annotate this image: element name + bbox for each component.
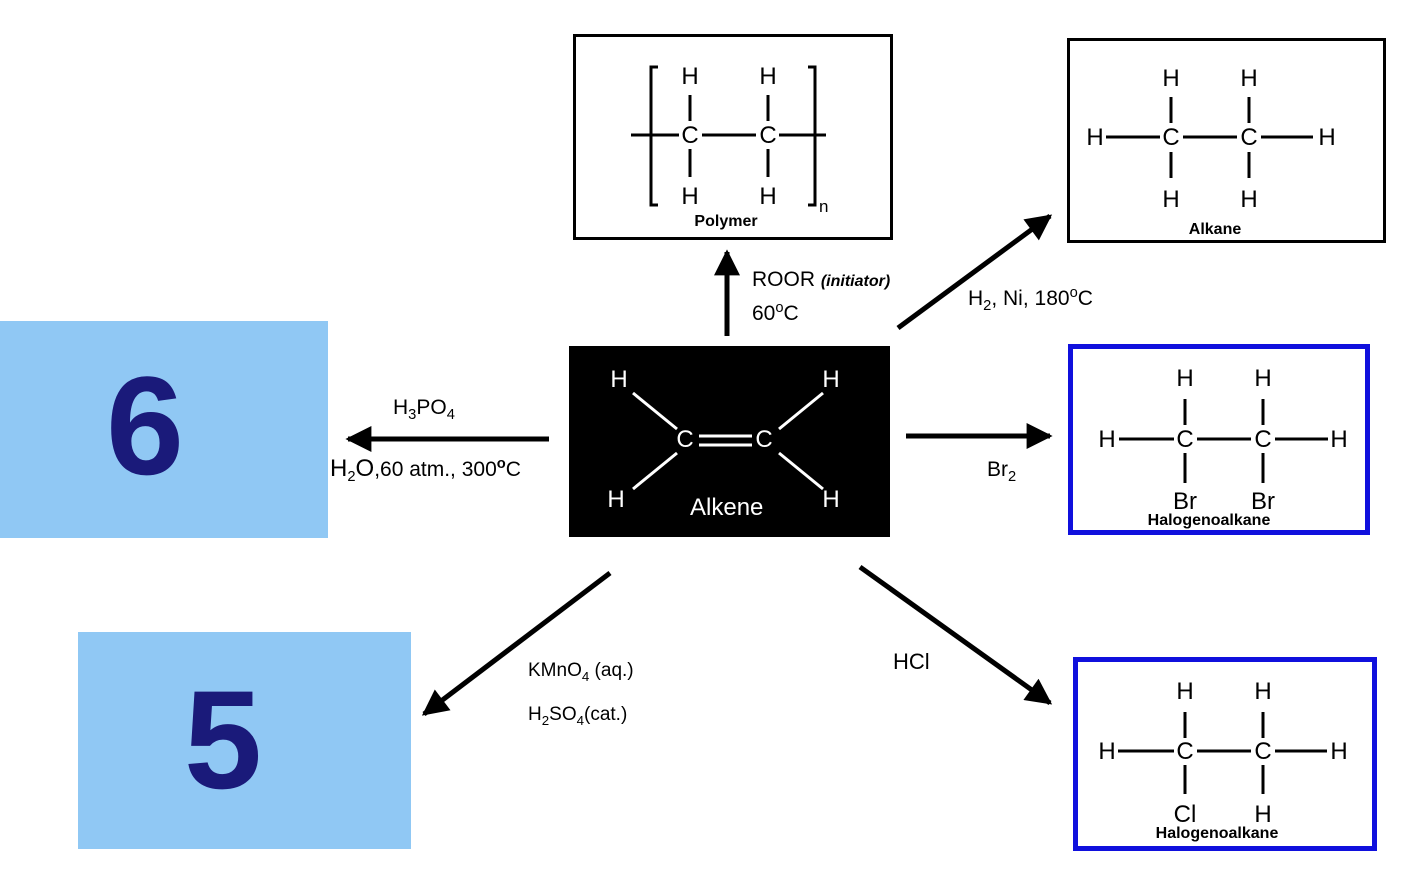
alkane-box: H H H C C H H H Alkane — [1067, 38, 1386, 243]
arrow-to-chloride — [858, 564, 1053, 706]
chloroalkane-caption: Halogenoalkane — [1155, 825, 1279, 842]
atom-h: H — [1318, 124, 1336, 151]
oxidation-conditions: KMnO4 (aq.) H2SO4(cat.) — [528, 652, 634, 740]
bromine-symbol: Br — [987, 458, 1008, 481]
subscript: 2 — [983, 298, 992, 315]
hydrogenation-conditions: H2, Ni, 180oC — [968, 285, 1093, 314]
atom-br: Br — [1173, 488, 1197, 515]
atom-h: H — [759, 63, 777, 90]
polymer-bonds — [631, 65, 826, 207]
atom-h: H — [1254, 801, 1272, 828]
dibromoalkane-caption: Halogenoalkane — [1147, 512, 1271, 529]
atom-h: H — [681, 183, 699, 210]
subscript: 4 — [576, 712, 584, 728]
water-o: O — [355, 455, 375, 482]
atom-c: C — [1254, 738, 1272, 765]
atom-h: H — [1162, 186, 1180, 213]
atom-c: C — [1176, 738, 1194, 765]
atom-h: H — [822, 486, 840, 513]
atom-br: Br — [1251, 488, 1275, 515]
atom-h: H — [1086, 124, 1104, 151]
arrow-to-box5 — [421, 571, 612, 716]
answer-box-5: 5 — [78, 632, 411, 849]
atom-h: H — [1330, 426, 1348, 453]
dibromoalkane-bonds — [1119, 399, 1328, 483]
atom-h: H — [1254, 678, 1272, 705]
arrow-to-alkane — [896, 213, 1053, 331]
chloroalkane-bonds — [1118, 712, 1327, 794]
acid-h: H — [528, 703, 542, 725]
atom-c: C — [1162, 124, 1180, 151]
temp-unit: C — [505, 458, 521, 481]
alkane-caption: Alkane — [1188, 221, 1242, 238]
atom-cl: Cl — [1173, 801, 1197, 828]
atom-h: H — [1254, 365, 1272, 392]
alkene-box: H H C C H H Alkene — [569, 346, 890, 537]
hydration-catalyst: H3PO4 — [393, 396, 455, 423]
atom-h: H — [681, 63, 699, 90]
atom-c: C — [676, 426, 694, 453]
subscript: 2 — [541, 712, 550, 728]
atom-c: C — [1240, 124, 1258, 151]
subscript: 4 — [581, 668, 590, 684]
atom-h: H — [610, 366, 628, 393]
atom-h: H — [1098, 426, 1116, 453]
degree-sign: o — [775, 300, 784, 316]
initiator-note: (initiator) — [820, 273, 891, 290]
atom-c: C — [681, 122, 699, 149]
bromination-reagent: Br2 — [987, 458, 1016, 485]
subscript: 3 — [408, 407, 417, 424]
catalyst-temp: , Ni, 180 — [991, 287, 1070, 310]
atom-h: H — [607, 486, 625, 513]
acid-so: SO — [549, 703, 577, 725]
atom-h: H — [1098, 738, 1116, 765]
water-h: H — [330, 455, 348, 482]
atom-c: C — [1254, 426, 1272, 453]
hydrochlorination-reagent: HCl — [893, 649, 930, 674]
hydrogen-symbol: H — [968, 287, 984, 310]
degree-sign: o — [1069, 285, 1078, 301]
polymer-subscript: n — [819, 197, 829, 216]
answer-box-6: 6 — [0, 321, 328, 538]
aqueous-note: (aq.) — [589, 660, 634, 681]
atom-c: C — [755, 426, 773, 453]
temp-unit: C — [1077, 287, 1093, 310]
atom-c: C — [759, 122, 777, 149]
atom-h: H — [1240, 186, 1258, 213]
subscript: 2 — [1008, 469, 1017, 486]
hydration-conditions: H2O,60 atm., 300oC — [330, 455, 521, 485]
temp-unit: C — [783, 302, 799, 325]
alkene-bonds — [632, 391, 824, 491]
atom-h: H — [1240, 65, 1258, 92]
answer-number-5: 5 — [184, 661, 262, 818]
catalytic-note: (cat.) — [584, 703, 628, 725]
chloroalkane-box: H H H C C H Cl H Halogenoalkane — [1073, 657, 1377, 851]
catalyst-h: H — [393, 396, 409, 419]
atom-h: H — [822, 366, 840, 393]
answer-number-6: 6 — [106, 347, 184, 504]
polymerisation-conditions: ROOR (initiator) 60oC — [752, 266, 890, 327]
atom-h: H — [1176, 678, 1194, 705]
alkane-bonds — [1106, 97, 1313, 178]
alkene-caption: Alkene — [690, 494, 764, 521]
subscript: 2 — [347, 469, 356, 486]
catalyst-po: PO — [416, 396, 447, 419]
atom-c: C — [1176, 426, 1194, 453]
atom-h: H — [1176, 365, 1194, 392]
atom-h: H — [759, 183, 777, 210]
pressure-temp: ,60 atm., 300 — [374, 458, 497, 481]
polymer-box: H H C C H H n Polymer — [573, 34, 893, 240]
permanganate: KMnO — [528, 660, 582, 681]
subscript: 4 — [446, 407, 455, 424]
polymerisation-reagent: ROOR — [752, 268, 815, 291]
dibromoalkane-box: H H H C C H Br Br Halogenoalkane — [1068, 344, 1370, 535]
atom-h: H — [1162, 65, 1180, 92]
polymerisation-temp: 60 — [752, 302, 776, 325]
atom-h: H — [1330, 738, 1348, 765]
polymer-caption: Polymer — [694, 213, 758, 230]
degree-sign: o — [496, 456, 506, 472]
